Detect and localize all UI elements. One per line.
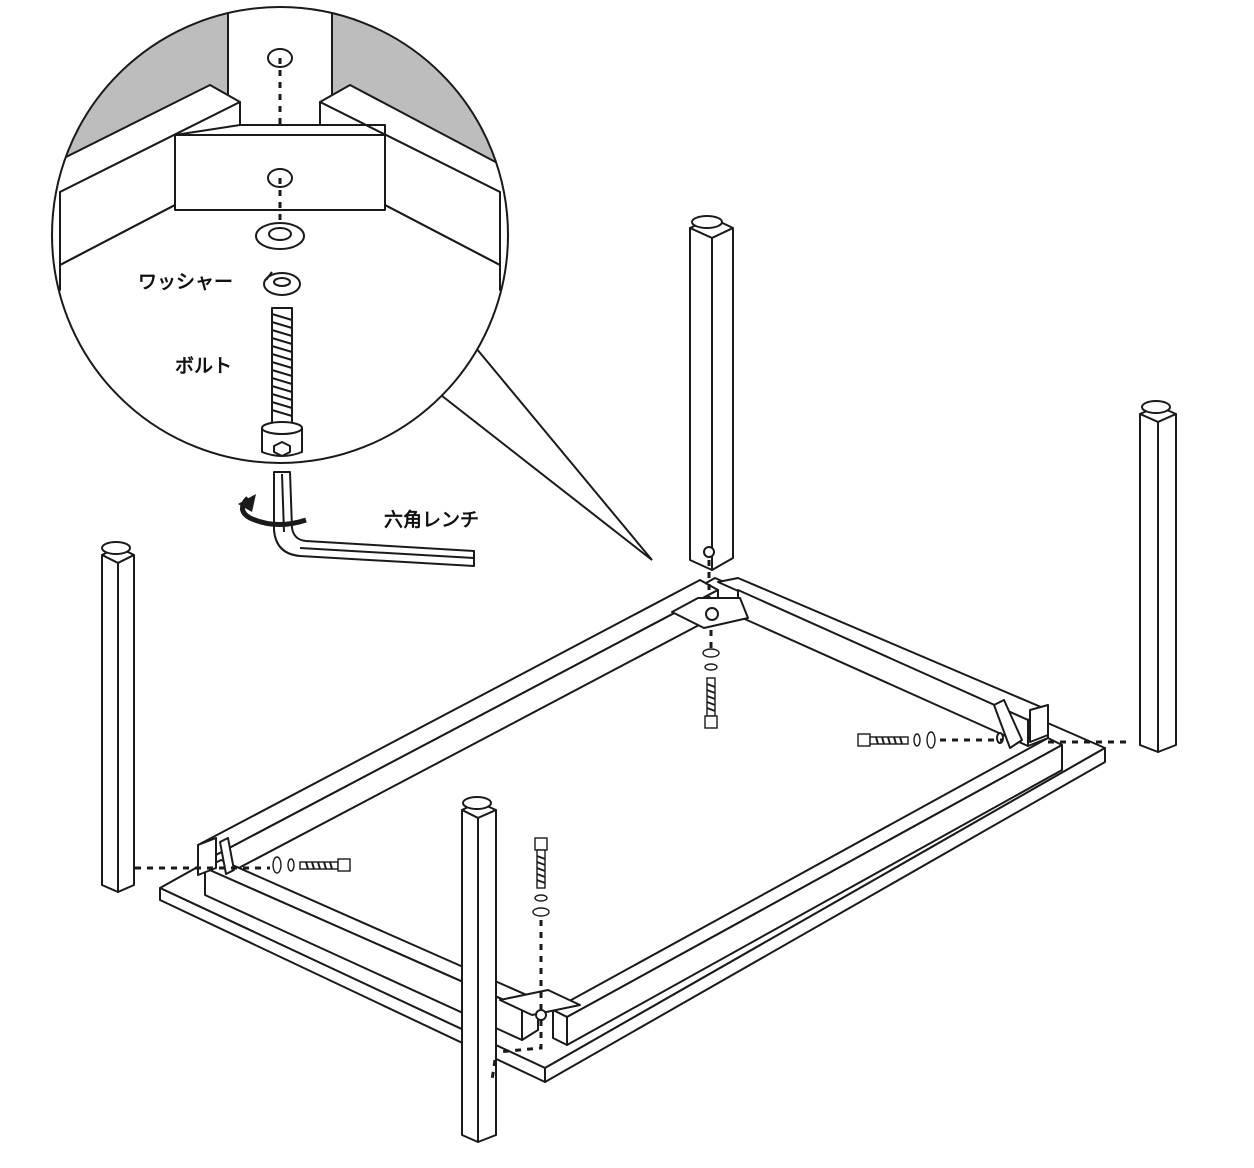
assembly-guides <box>135 560 1130 1081</box>
corner-bracket-right <box>993 699 1023 749</box>
leg-front <box>461 796 497 1143</box>
washer-label: ワッシャー <box>138 271 233 293</box>
leg-left <box>101 541 135 893</box>
leg-back <box>689 215 734 571</box>
callout-pointer-line <box>436 391 653 561</box>
corner-brackets <box>219 597 1023 1021</box>
corner-bracket-front <box>499 989 581 1016</box>
detail-callout: ワッシャー ボルト <box>51 6 653 561</box>
hex-wrench-label: 六角レンチ <box>384 508 479 531</box>
hardware-right <box>857 731 936 749</box>
hardware-front <box>532 837 550 917</box>
apron-frame <box>197 577 1063 1046</box>
hardware-left <box>272 856 351 874</box>
corner-bracket-left <box>219 837 235 875</box>
bolt-label: ボルト <box>175 355 232 377</box>
hardware-back <box>702 648 720 729</box>
curved-arrow-icon <box>238 494 307 527</box>
leg-right <box>1139 400 1177 753</box>
callout-circle <box>51 6 509 464</box>
callout-pointer-line <box>475 347 653 561</box>
bolt <box>261 307 303 457</box>
